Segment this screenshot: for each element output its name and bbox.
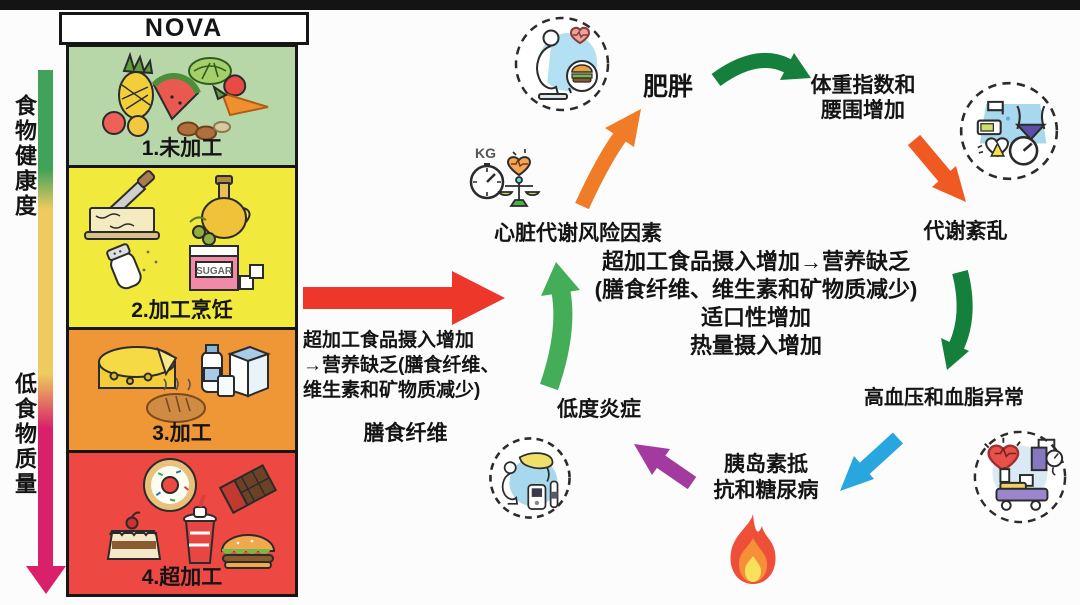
node-bmi-line1: 体重指数和 xyxy=(810,74,916,97)
nova-level-4-label: 4.超加工 xyxy=(141,566,223,589)
nova-level-2-label: 2.加工烹饪 xyxy=(131,299,233,322)
transfer-note: 超加工食品摄入增加 →营养缺乏(膳食纤维、 维生素和矿物质减少) xyxy=(303,328,538,403)
top-black-bar xyxy=(0,0,1080,10)
node-bmi-waist: 体重指数和 腰围增加 xyxy=(793,73,933,123)
node-bmi-line2: 腰围增加 xyxy=(821,99,905,122)
nova-level-1-unprocessed: 1.未加工 xyxy=(66,44,298,168)
axis-label-low-food-quality: 低食物质量 xyxy=(12,372,37,497)
food-quality-arrowhead xyxy=(26,566,66,594)
processed-foods-icon xyxy=(98,344,271,423)
center-note-line1: 超加工食品摄入增加→营养缺乏 xyxy=(601,249,910,274)
nova-title: NOVA xyxy=(59,12,309,45)
nova-level-3-processed: 3.加工 xyxy=(66,327,298,453)
obesity-scale-icon xyxy=(514,16,610,112)
node-hypertension-dyslipidemia: 高血压和血脂异常 xyxy=(864,387,1024,409)
dietary-fiber-label: 膳食纤维 xyxy=(363,422,448,445)
nova-level-3-label: 3.加工 xyxy=(152,422,212,445)
arrow-insulin-to-inflammation xyxy=(634,444,697,490)
nova-level-4-ultraprocessed: 4.超加工 xyxy=(66,450,298,597)
metabolic-disorder-waist-icon xyxy=(959,81,1059,181)
kg-scale-icon: KG xyxy=(469,145,541,207)
center-note-line4: 热量摄入增加 xyxy=(689,333,822,358)
inflammation-pancreas-icon xyxy=(489,437,571,519)
cooking-ingredients-icon: SUGAR xyxy=(84,170,264,291)
nova-level-2-culinary: SUGAR 2.加工烹饪 xyxy=(66,165,298,330)
node-cardiometabolic-risk: 心脏代谢风险因素 xyxy=(494,222,662,245)
kg-label: KG xyxy=(475,145,496,161)
node-insulin-line1: 胰岛素抵 xyxy=(724,453,808,476)
arrow-cardiometabolic-to-obesity xyxy=(575,109,641,210)
nova-classification-column: 1.未加工 xyxy=(66,44,298,597)
food-quality-gradient-bar xyxy=(38,70,53,568)
center-note-line2: (膳食纤维、维生素和矿物质减少) xyxy=(594,277,918,302)
nova-level-1-label: 1.未加工 xyxy=(141,137,223,160)
axis-label-food-healthiness: 食物健康度 xyxy=(12,94,37,219)
transfer-note-line2: →营养缺乏(膳食纤维、 xyxy=(303,355,500,376)
transfer-note-line3: 维生素和矿物质减少) xyxy=(303,380,481,401)
node-low-grade-inflammation: 低度炎症 xyxy=(557,398,641,421)
sugar-bag-label: SUGAR xyxy=(196,266,233,277)
center-note-line3: 适口性增加 xyxy=(700,305,811,330)
node-metabolic-disorder: 代谢紊乱 xyxy=(923,220,1008,243)
transfer-note-line1: 超加工食品摄入增加 xyxy=(303,330,475,351)
node-obesity: 肥胖 xyxy=(642,73,693,101)
fire-icon xyxy=(730,514,776,584)
arrow-hypertension-to-insulin xyxy=(840,432,904,491)
node-insulin-resistance-diabetes: 胰岛素抵 抗和糖尿病 xyxy=(701,452,831,504)
fruits-vegetables-icon xyxy=(102,51,269,141)
arrow-nova-to-cycle xyxy=(303,271,505,325)
center-note: 超加工食品摄入增加→营养缺乏 (膳食纤维、维生素和矿物质减少) 适口性增加 热量… xyxy=(555,248,957,360)
ultraprocessed-foods-icon xyxy=(106,458,278,569)
node-insulin-line2: 抗和糖尿病 xyxy=(713,479,819,502)
cardiovascular-hospital-icon xyxy=(973,430,1067,524)
